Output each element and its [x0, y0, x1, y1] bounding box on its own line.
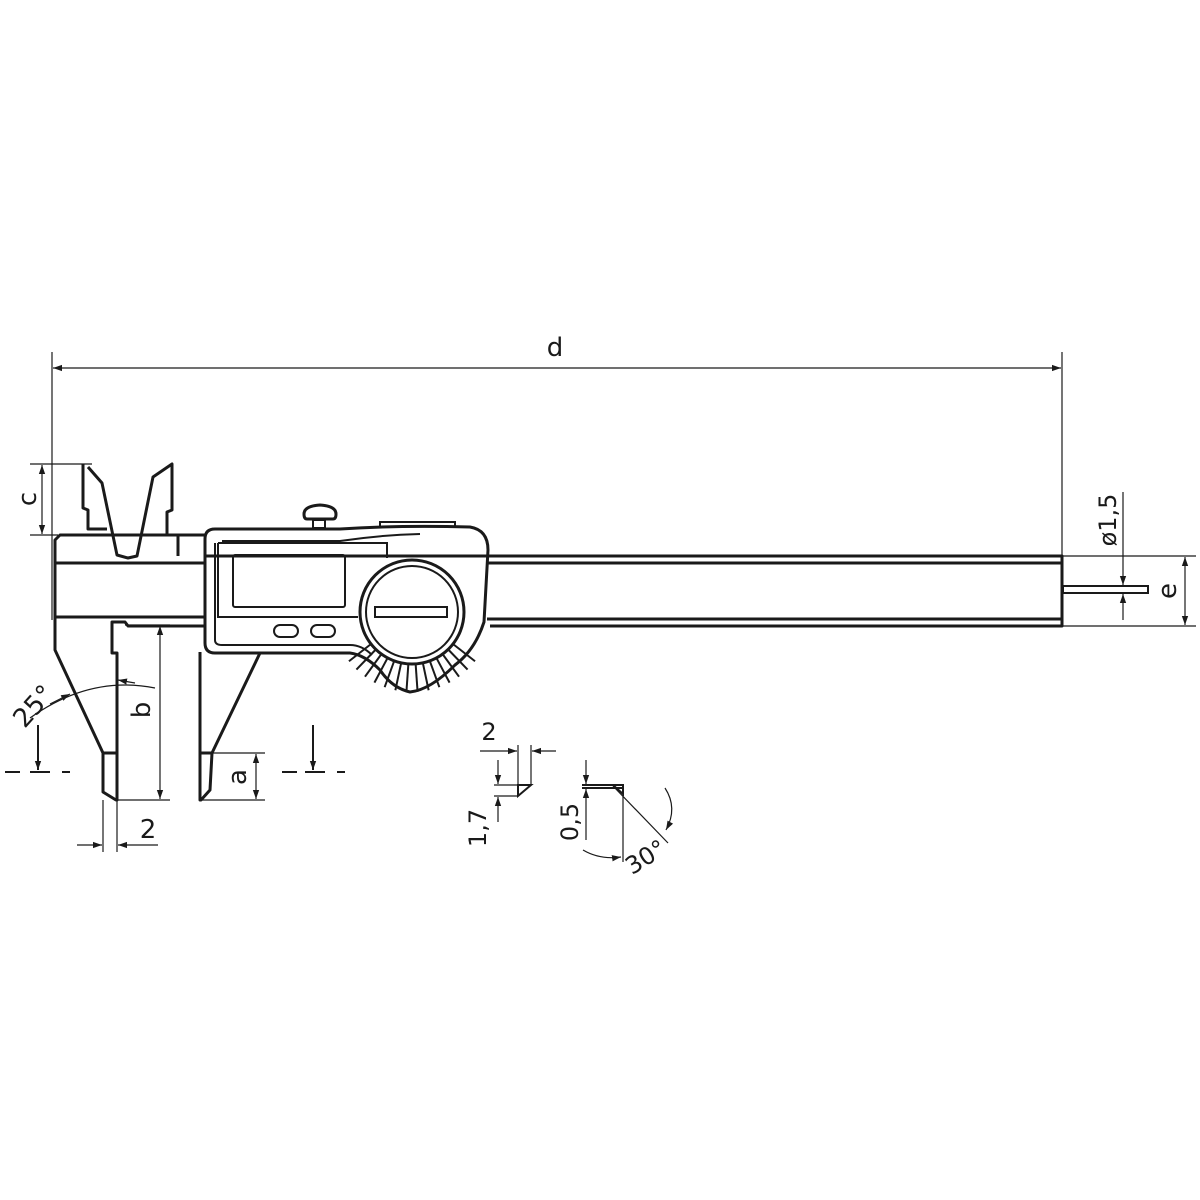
- thumb-wheel-outer: [358, 558, 466, 666]
- section-marker-left: [5, 725, 70, 773]
- knurl-tick: [414, 664, 419, 692]
- label-d: d: [547, 333, 564, 363]
- knurl-tick: [429, 661, 441, 688]
- svg-text:30°: 30°: [620, 834, 671, 880]
- knurl-tick: [453, 643, 476, 663]
- knurl-tick: [405, 664, 410, 692]
- lcd-display: [232, 554, 346, 608]
- dimension-rod-diameter: ø1,5: [1094, 492, 1127, 620]
- svg-text:e: e: [1153, 583, 1183, 599]
- knurl-tick: [448, 649, 469, 671]
- dimension-tip-width: 2: [77, 800, 158, 852]
- lock-knob[interactable]: [302, 503, 338, 521]
- button-right[interactable]: [310, 624, 336, 638]
- svg-text:25°: 25°: [7, 679, 60, 733]
- button-left[interactable]: [273, 624, 299, 638]
- svg-text:2: 2: [140, 815, 157, 845]
- knurl-tick: [394, 663, 402, 691]
- knurl-tick: [373, 658, 389, 684]
- slider-housing: [203, 503, 490, 694]
- knurl-tick: [355, 649, 376, 671]
- detail-chamfer: 0,5 30°: [556, 760, 674, 880]
- knurl-tick: [348, 643, 371, 663]
- section-marker-right: [282, 725, 345, 773]
- fixed-jaw: [53, 462, 205, 802]
- dimension-c: c: [13, 463, 92, 536]
- dimension-d: d: [51, 333, 1063, 620]
- svg-text:1,7: 1,7: [464, 809, 492, 847]
- knurl-tick: [364, 654, 382, 678]
- svg-text:0,5: 0,5: [556, 803, 584, 841]
- detail-tip-profile: 2 1,7: [464, 718, 556, 847]
- dimension-e: e: [1063, 555, 1196, 627]
- knurl-tick: [435, 658, 451, 684]
- knurl-tick: [383, 661, 395, 688]
- svg-text:b: b: [127, 702, 157, 719]
- knurled-wheel: [348, 643, 476, 692]
- depth-rod: [1062, 585, 1149, 594]
- svg-text:a: a: [223, 769, 253, 785]
- svg-text:2: 2: [481, 718, 496, 746]
- knurl-tick: [422, 663, 430, 691]
- dimension-a: a: [200, 752, 265, 801]
- dimension-b: b: [117, 624, 170, 801]
- svg-text:c: c: [13, 492, 43, 506]
- knurl-tick: [442, 654, 460, 678]
- wheel-slot: [374, 606, 448, 618]
- svg-text:ø1,5: ø1,5: [1094, 494, 1122, 547]
